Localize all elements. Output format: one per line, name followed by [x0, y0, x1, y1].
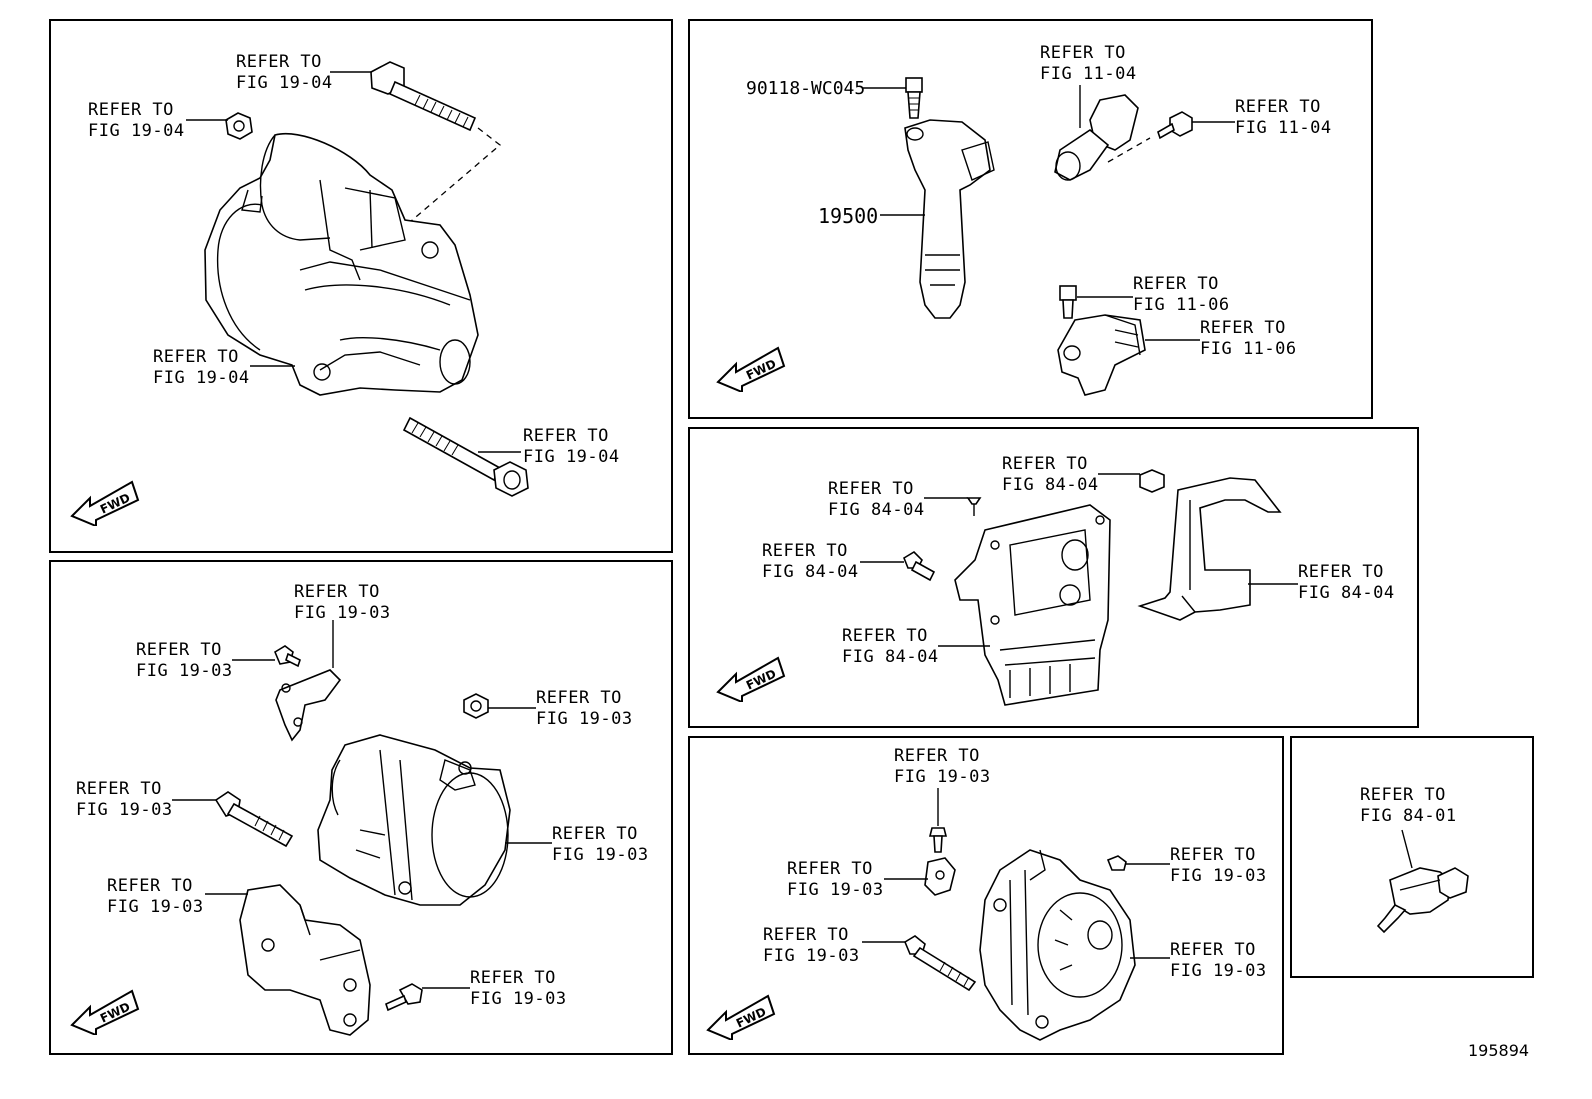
alt2-long-bolt	[903, 935, 977, 992]
cam-sensor	[1057, 314, 1146, 396]
fwd-arrow-icon: FWD	[70, 989, 140, 1035]
figure-reference-number: 195894	[1468, 1041, 1530, 1060]
cam-sensor-bolt	[1059, 285, 1077, 319]
crank-sensor	[1054, 85, 1139, 181]
starter-nut	[225, 112, 253, 140]
alt1-lower-bracket	[239, 884, 371, 1036]
ignition-coil	[904, 119, 995, 319]
alternator-2	[979, 849, 1136, 1041]
fwd-arrow-icon: FWD	[716, 346, 786, 392]
alt1-bottom-bolt	[385, 983, 423, 1012]
alt1-nut	[463, 693, 489, 719]
part-number-ignition-coil[interactable]: 19500	[818, 204, 879, 228]
part-number-coil-bolt[interactable]: 90118-WC045	[746, 78, 866, 99]
ecu-screw	[966, 497, 982, 516]
ecu-module	[954, 504, 1111, 706]
fwd-arrow-icon: FWD	[706, 994, 776, 1040]
fwd-arrow-icon: FWD	[70, 480, 140, 526]
coil-bolt	[905, 77, 923, 119]
alt1-long-bolt	[214, 791, 294, 848]
ecu-bolt	[903, 550, 936, 582]
ecu-nut	[1139, 469, 1165, 493]
alt1-small-bolt	[273, 645, 301, 668]
alt2-clip	[924, 857, 956, 896]
alternator-1	[317, 734, 511, 906]
fwd-arrow-icon: FWD	[716, 656, 786, 702]
alt2-top-bolt	[928, 788, 948, 853]
starter-bottom-bolt	[402, 416, 529, 497]
starter-motor	[204, 132, 479, 396]
alt2-nut	[1106, 855, 1127, 871]
alt1-bracket-top	[275, 620, 342, 742]
crank-sensor-bolt	[1157, 111, 1193, 140]
panel-ignition	[688, 19, 1373, 419]
panel-pressure-switch	[1290, 736, 1534, 978]
ecu-bracket	[1137, 477, 1282, 621]
pressure-switch	[1376, 867, 1469, 934]
panel-alternator-2	[688, 736, 1284, 1055]
starter-top-bolt	[370, 61, 477, 132]
